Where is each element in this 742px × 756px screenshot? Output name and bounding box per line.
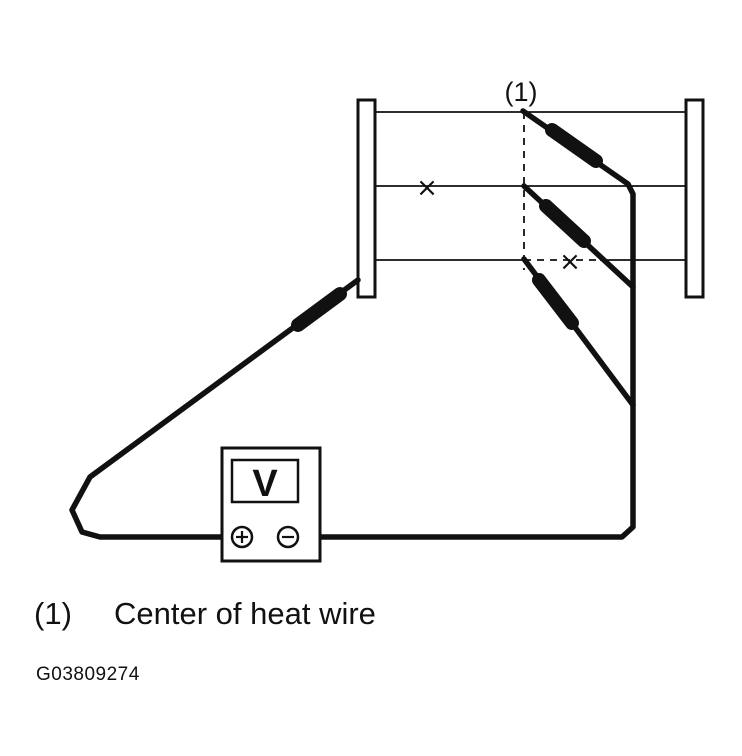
probe-handle-middle: [539, 199, 591, 248]
callout-label: (1): [505, 77, 538, 107]
voltmeter: V: [220, 446, 322, 563]
figure-id: G03809274: [36, 664, 140, 685]
negative-lead-wire: [297, 108, 636, 540]
positive-lead-wire: [69, 277, 361, 540]
probe-handle-bottom: [532, 273, 579, 330]
break-mark-middle-wire: ×: [416, 173, 438, 203]
voltmeter-display: [230, 458, 300, 504]
legend-number: (1): [34, 596, 72, 631]
probe-handle-top: [545, 123, 603, 168]
heat-wires: [375, 111, 688, 261]
left-bus-bar: [356, 98, 377, 299]
break-mark-bottom-wire: ×: [559, 247, 581, 277]
right-bus-bar: [684, 98, 705, 299]
legend-item: (1) Center of heat wire: [34, 596, 376, 632]
legend-text: Center of heat wire: [114, 596, 376, 631]
probe-handle-positive: [291, 287, 347, 332]
voltmeter-symbol: V: [252, 463, 278, 505]
